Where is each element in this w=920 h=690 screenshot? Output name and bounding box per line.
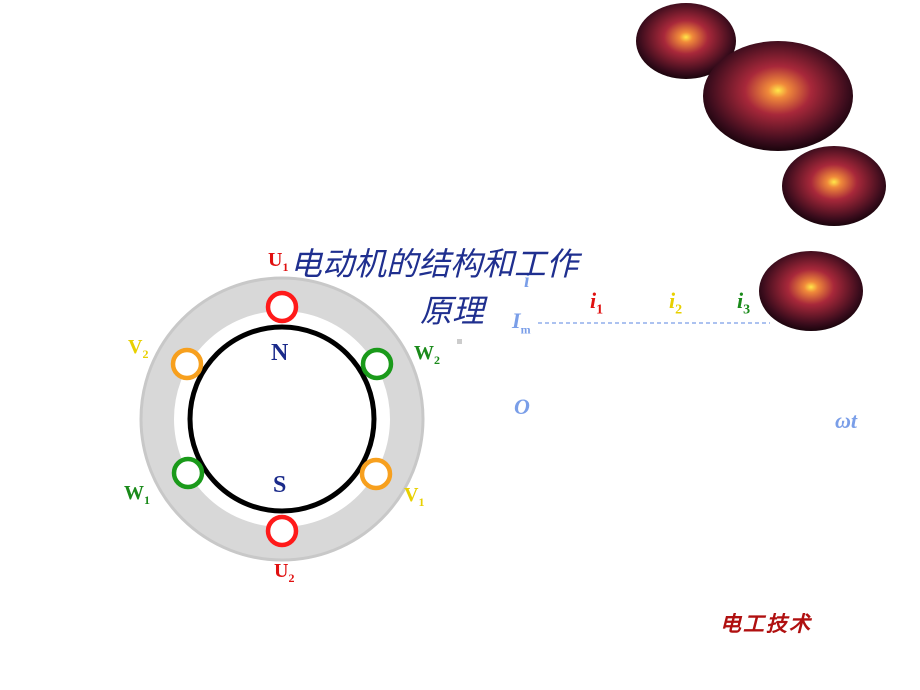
coil-label-u1-letter: U — [268, 249, 283, 271]
coil-label-w2-letter: W — [414, 342, 434, 364]
coil-w1 — [171, 456, 205, 490]
coil-label-u2-letter: U — [274, 560, 289, 582]
coil-u2 — [265, 514, 299, 548]
coil-u1 — [265, 290, 299, 324]
amplitude-label: Im — [512, 308, 531, 337]
pole-north: N — [271, 340, 289, 366]
coil-label-u1-sub: 1 — [282, 260, 289, 274]
page-title-line2: 原理 — [420, 292, 485, 330]
coil-label-u2-sub: 2 — [288, 571, 295, 585]
coil-label-v2-sub: 2 — [142, 347, 149, 361]
y-axis-symbol: i — [524, 270, 530, 292]
rotor-bore — [187, 324, 377, 514]
coil-label-w1-letter: W — [124, 482, 144, 504]
coil-label-v1-letter: V — [404, 484, 419, 506]
coil-label-u1: U1 — [268, 249, 288, 275]
coil-label-u2: U2 — [274, 560, 294, 586]
small-marker — [457, 339, 462, 344]
current-i2-letter: i — [669, 288, 676, 313]
pole-south: S — [273, 472, 287, 498]
coil-w2 — [360, 347, 394, 381]
amplitude-sub: m — [520, 322, 531, 337]
x-axis-label: ωt — [835, 408, 858, 433]
current-i3-sub: 3 — [743, 302, 751, 318]
coil-v1 — [359, 457, 393, 491]
current-i3: i3 — [737, 288, 750, 318]
page-title-line1: 电动机的结构和工作 — [290, 245, 579, 283]
current-i2-sub: 2 — [675, 302, 683, 318]
coil-label-v2: V2 — [128, 336, 148, 362]
sphere-1 — [636, 3, 736, 79]
amplitude-letter: I — [512, 308, 521, 333]
current-i1: i1 — [590, 288, 603, 318]
current-i3-letter: i — [737, 288, 744, 313]
coil-label-w2-sub: 2 — [434, 353, 440, 367]
coil-label-v1: V1 — [404, 484, 424, 510]
footer-label: 电工技术 — [720, 611, 812, 636]
coil-label-w1-sub: 1 — [144, 493, 150, 507]
coil-label-v2-letter: V — [128, 336, 143, 358]
sphere-4 — [759, 251, 863, 331]
current-i1-letter: i — [590, 288, 597, 313]
current-i1-sub: 1 — [596, 302, 604, 318]
stator-ring — [140, 277, 424, 561]
origin-label: O — [514, 394, 530, 419]
coil-v2 — [170, 347, 204, 381]
current-i2: i2 — [669, 288, 682, 318]
sphere-2 — [703, 41, 853, 151]
sphere-3 — [782, 146, 886, 226]
coil-label-w2: W2 — [414, 342, 440, 368]
coil-label-v1-sub: 1 — [418, 495, 425, 509]
coil-label-w1: W1 — [124, 482, 150, 508]
stator-ring-edge — [139, 276, 425, 562]
